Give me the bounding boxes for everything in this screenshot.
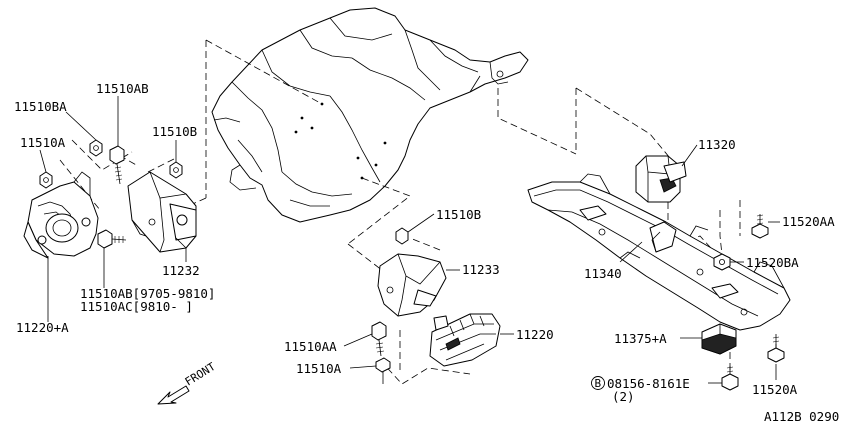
leader-lines — [39, 96, 780, 384]
label-11220-a: 11220+A — [16, 320, 69, 335]
nut-11520ba — [713, 253, 731, 271]
label-11510a-left: 11510A — [20, 135, 66, 150]
mount-insulator-11220 — [429, 313, 501, 367]
bracket-11232 — [127, 171, 197, 253]
rear-mount-11320 — [635, 155, 687, 203]
nut-11510b — [169, 161, 183, 179]
label-11520a: 11520A — [752, 382, 798, 397]
nut-11510ba — [89, 139, 103, 157]
bolt-prefix: B — [595, 377, 602, 390]
mount-bracket-11220-a — [23, 171, 99, 259]
crossmember-11340 — [527, 173, 791, 331]
label-11375-a: 11375+A — [614, 331, 667, 346]
label-11510b-top: 11510B — [152, 124, 197, 139]
label-11232: 11232 — [162, 263, 200, 278]
label-11520ba: 11520BA — [746, 255, 799, 270]
label-11510ba: 11510BA — [14, 99, 67, 114]
bolt-11510a-bottom — [375, 357, 391, 384]
bolt-11510ab-lower — [97, 229, 127, 249]
bracket-11233 — [377, 253, 447, 317]
label-11510a-bottom: 11510A — [296, 361, 342, 376]
circled-b-icon: B — [591, 376, 605, 390]
bolt-08156-8161e — [721, 366, 739, 391]
label-11510aa: 11510AA — [284, 339, 337, 354]
label-11233: 11233 — [462, 262, 500, 277]
label-11320: 11320 — [698, 137, 736, 152]
label-bolt-qty: (2) — [612, 389, 635, 404]
part-labels: 11510BA 11510AB 11510A 11510B 11232 1151… — [14, 81, 839, 424]
figure-id: A112B 0290 — [764, 409, 839, 424]
label-11340: 11340 — [584, 266, 622, 281]
label-11520aa: 11520AA — [782, 214, 835, 229]
label-11510ab-note: 11510AB[9705-9810] — [80, 286, 215, 301]
front-label: FRONT — [183, 360, 218, 389]
label-11510b-mid: 11510B — [436, 207, 481, 222]
nut-11510a — [39, 171, 53, 189]
label-08156-8161e: 08156-8161E — [607, 376, 690, 391]
front-arrow-icon: FRONT — [157, 360, 218, 405]
engine-transmission-assembly — [211, 7, 529, 223]
bolt-11520a — [767, 334, 785, 363]
bolt-11510b-mid — [395, 227, 409, 245]
label-11510ab-top: 11510AB — [96, 81, 149, 96]
bolt-11520aa — [751, 214, 769, 239]
damper-11375-a — [701, 323, 737, 355]
bolt-11510aa-bottom — [371, 321, 387, 357]
bolt-11510ab-upper — [109, 145, 125, 185]
label-11510ac-note: 11510AC[9810- ] — [80, 299, 193, 314]
label-11220: 11220 — [516, 327, 554, 342]
